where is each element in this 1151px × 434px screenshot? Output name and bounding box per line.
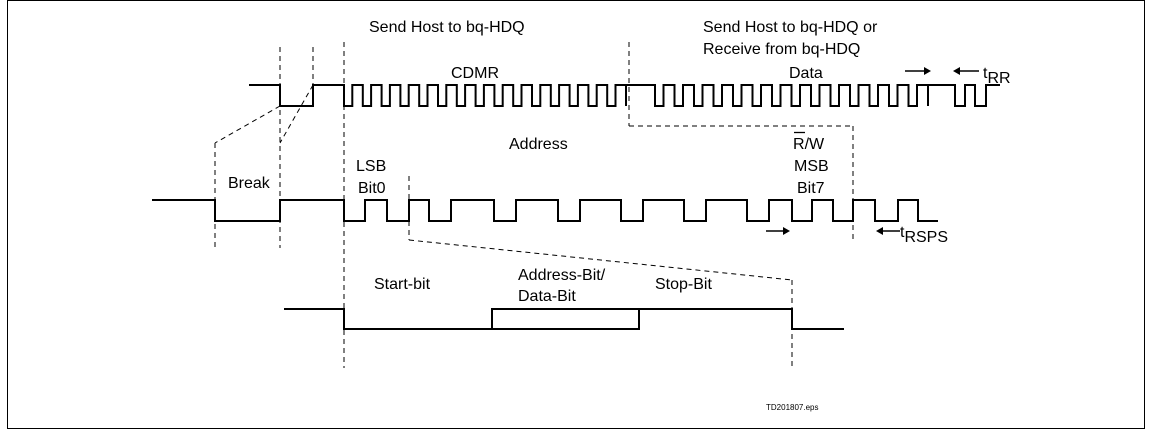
label-cdmr: CDMR (451, 65, 499, 82)
label-data: Data (789, 65, 823, 82)
label-bit0: Bit0 (358, 180, 386, 197)
figure-id: TD201807.eps (766, 403, 818, 412)
label-break: Break (228, 175, 271, 192)
label-send-host-or-line2: Receive from bq-HDQ (703, 41, 860, 58)
label-stop-bit: Stop-Bit (655, 276, 712, 293)
bit7-left-arrow (766, 227, 790, 235)
label-address-bit-line1: Address-Bit/ (518, 267, 606, 284)
label-lsb: LSB (356, 158, 386, 175)
label-address: Address (509, 136, 568, 153)
top-waveform (249, 84, 1000, 107)
t-rsps-arrow (876, 227, 900, 235)
label-send-host: Send Host to bq-HDQ (369, 19, 525, 36)
label-t-rsps-base: t (900, 224, 905, 241)
label-send-host-or-line1: Send Host to bq-HDQ or (703, 19, 878, 36)
zoom-line-bit (408, 239, 793, 281)
zoom-line-break-left (214, 105, 281, 144)
figure-border (7, 0, 1145, 429)
label-rw-rest: /W (805, 136, 825, 153)
zoom-line-break-right (279, 84, 314, 144)
label-t-rr-base: t (983, 65, 988, 82)
label-address-bit-line2: Data-Bit (518, 288, 576, 305)
label-t-rsps: tRSPS (900, 224, 948, 246)
middle-waveform (152, 199, 938, 222)
label-rw-r: R (793, 136, 805, 153)
label-msb: MSB (794, 158, 829, 175)
label-start-bit: Start-bit (374, 276, 431, 293)
t-rr-left-arrow (905, 67, 931, 75)
bottom-waveform (284, 308, 844, 330)
label-rw: R/W (793, 136, 825, 153)
label-t-rsps-sub: RSPS (904, 229, 948, 246)
label-t-rr-sub: RR (987, 70, 1010, 87)
label-bit7: Bit7 (797, 180, 825, 197)
t-rr-right-arrow (953, 67, 979, 75)
label-t-rr: tRR (983, 65, 1011, 87)
